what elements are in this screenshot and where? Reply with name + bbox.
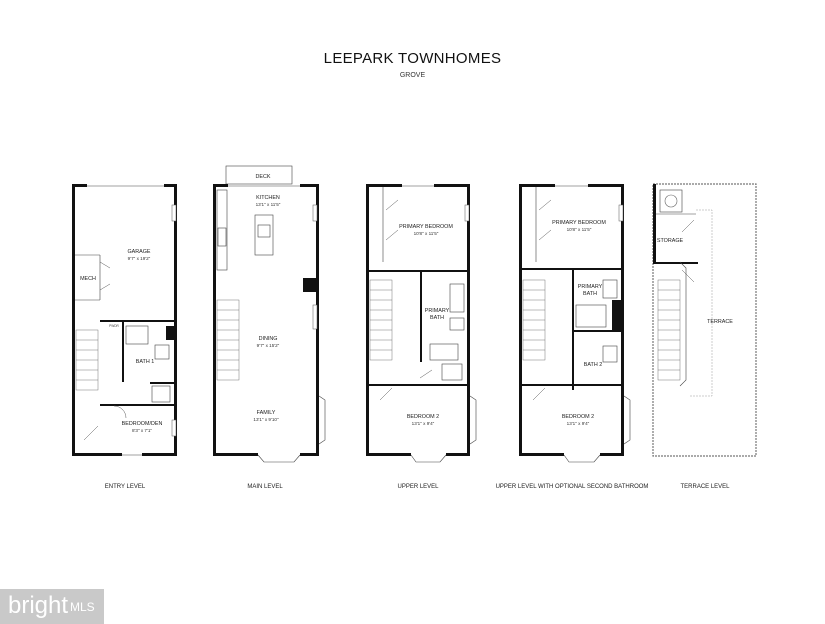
label-upper-level: UPPER LEVEL: [397, 484, 439, 490]
room-family-dim: 13'1" x 9'10": [253, 417, 279, 422]
room-bedroom2-opt-dim: 13'1" x 9'4": [567, 421, 590, 426]
page-title: LEEPARK TOWNHOMES: [323, 50, 502, 67]
bright-mls-logo: bright MLS: [0, 589, 104, 624]
room-primary-bedroom-dim: 10'8" x 11'5": [414, 231, 439, 236]
room-bedroom2-opt: BEDROOM 2: [562, 414, 594, 420]
room-primary-bath-opt-line1: PRIMARY: [578, 284, 603, 290]
room-bath1: BATH 1: [136, 359, 154, 365]
room-dining-dim: 9'7" x 15'2": [257, 343, 280, 348]
room-mech: MECH: [80, 276, 96, 282]
plan-upper-level: [366, 184, 477, 463]
plan-main-level: [213, 165, 326, 463]
plan-terrace-level: [652, 183, 757, 457]
label-upper-level-optional: UPPER LEVEL WITH OPTIONAL SECOND BATHROO…: [495, 484, 649, 490]
room-primary-bath-opt-line2: BATH: [583, 291, 597, 297]
room-bedroom2-dim: 13'1" x 9'4": [412, 421, 435, 426]
room-bedroom-den: BEDROOM/DEN: [122, 421, 163, 427]
room-primary-bedroom: PRIMARY BEDROOM: [399, 224, 453, 230]
room-primary-bedroom-opt: PRIMARY BEDROOM: [552, 220, 606, 226]
room-primary-bath-line1: PRIMARY: [425, 308, 450, 314]
room-primary-bath-line2: BATH: [430, 315, 444, 321]
logo-mls-text: MLS: [70, 600, 95, 614]
label-entry-level: ENTRY LEVEL: [104, 484, 146, 490]
room-kitchen: KITCHEN: [256, 195, 280, 201]
room-dining: DINING: [259, 336, 278, 342]
room-bedroom2: BEDROOM 2: [407, 414, 439, 420]
room-family: FAMILY: [257, 410, 276, 416]
room-terrace: TERRACE: [707, 319, 733, 325]
page-subtitle: GROVE: [399, 72, 426, 79]
room-bath2: BATH 2: [584, 362, 602, 368]
room-storage: STORAGE: [657, 238, 684, 244]
room-primary-bedroom-opt-dim: 10'8" x 11'5": [567, 227, 592, 232]
logo-brand-text: bright: [8, 592, 69, 619]
plan-upper-level-optional: [519, 184, 631, 463]
room-garage: GARAGE: [127, 249, 150, 255]
plan-entry-level: [72, 184, 177, 456]
room-garage-dim: 9'7" x 19'2": [128, 256, 151, 261]
label-terrace-level: TERRACE LEVEL: [680, 484, 730, 490]
room-pwdr: PWDR: [109, 324, 119, 328]
label-main-level: MAIN LEVEL: [247, 484, 283, 490]
room-deck: DECK: [256, 174, 271, 180]
room-kitchen-dim: 13'1" x 11'5": [256, 202, 281, 207]
room-bedroom-den-dim: 8'3" x 7'1": [132, 428, 152, 433]
